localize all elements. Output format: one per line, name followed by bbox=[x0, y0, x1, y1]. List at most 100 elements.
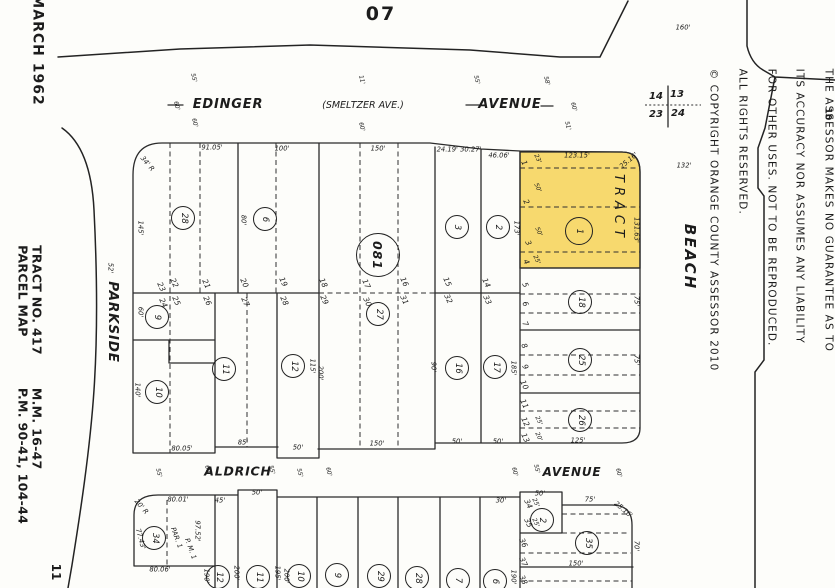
frontage-tick-60: 60' bbox=[510, 466, 520, 478]
dimension-label-90: 90' bbox=[429, 361, 438, 373]
parcel-number: 6 bbox=[490, 578, 501, 584]
dimension-label-75: 75' bbox=[584, 495, 596, 504]
street-label-aldrich: ALDRICH bbox=[204, 463, 272, 479]
dimension-label-12315: 123.15' bbox=[564, 151, 590, 160]
dimension-label-190: 190' bbox=[202, 568, 211, 584]
dimension-label-190: 190' bbox=[509, 569, 518, 585]
frontage-tick-60: 60' bbox=[203, 464, 213, 476]
parcel-circle-25: 25 bbox=[568, 348, 592, 372]
parcel-number: 3 bbox=[452, 224, 463, 230]
dimension-label-125: 125' bbox=[570, 436, 586, 445]
tract-title: TRACT NO. 417 PARCEL MAP bbox=[15, 245, 45, 355]
parcel-number: 7 bbox=[453, 577, 464, 583]
map-book-references: M.M. 16-47 P.M. 90-41, 104-44 bbox=[15, 387, 45, 525]
parcel-circle-7: 7 bbox=[446, 568, 470, 588]
dimension-label-50: 50' bbox=[534, 489, 546, 498]
parcel-circle-6: 6 bbox=[253, 207, 277, 231]
adjacent-page-number-left[interactable]: 11 bbox=[49, 563, 64, 581]
dimension-label-185: 185' bbox=[509, 360, 518, 376]
parcel-boundaries bbox=[132, 85, 669, 588]
assessor-disclaimer: THIS MAP WAS PREPARED FOR ORANGE COUNTY … bbox=[689, 69, 835, 372]
dimension-label-13163: 131.63' bbox=[632, 217, 641, 243]
section-grid-sw: 23 bbox=[649, 108, 663, 120]
street-label-parkside: PARKSIDE bbox=[105, 281, 122, 363]
frontage-tick-60: 60' bbox=[569, 101, 579, 113]
dimension-label-195: 195' bbox=[273, 565, 282, 581]
parcel-circle-26: 26 bbox=[568, 408, 592, 432]
disclaimer-line: ALL RIGHTS RESERVED. bbox=[736, 68, 749, 215]
dimension-label-140: 140' bbox=[133, 382, 142, 398]
section-grid-se: 24 bbox=[671, 107, 685, 119]
parcel-circle-12: 12 bbox=[206, 565, 230, 588]
disclaimer-line: ITS ACCURACY NOR ASSUMES ANY LIABILITY bbox=[793, 68, 806, 344]
dimension-label-52: 52' bbox=[106, 262, 115, 274]
frontage-tick-55: 55' bbox=[295, 467, 305, 479]
disclaimer-line: © COPYRIGHT ORANGE COUNTY ASSESSOR 2010 bbox=[707, 68, 720, 372]
parcel-number: 9 bbox=[152, 314, 163, 320]
dimension-label-132: 132' bbox=[676, 161, 692, 170]
dimension-label-145: 145' bbox=[136, 220, 145, 236]
dimension-label-50: 50' bbox=[492, 437, 504, 446]
parcel-circle-12: 12 bbox=[281, 354, 305, 378]
parcel-circle-2: 2 bbox=[530, 508, 554, 532]
dimension-label-45: 45' bbox=[214, 496, 226, 505]
parcel-circle-29: 29 bbox=[367, 564, 391, 588]
parcel-circle-081: 081 bbox=[356, 233, 400, 277]
dimension-label-4606: 46.06' bbox=[488, 151, 510, 160]
frontage-tick-11: 11' bbox=[357, 74, 367, 86]
parcel-number: 1 bbox=[574, 228, 585, 234]
dimension-label-30: 30' bbox=[495, 496, 507, 505]
parcel-number: 26 bbox=[575, 414, 586, 426]
parcel-circle-9: 9 bbox=[145, 305, 169, 329]
disclaimer-line: THE ASSESSOR MAKES NO GUARANTEE AS TO bbox=[822, 68, 835, 353]
dimension-label-85: 85' bbox=[237, 438, 249, 447]
parcel-circle-35: 35 bbox=[575, 531, 599, 555]
frontage-tick-60: 60' bbox=[614, 467, 624, 479]
parcel-number: 2 bbox=[493, 224, 504, 230]
frontage-tick-51: 51' bbox=[563, 120, 573, 132]
parcel-number: 28 bbox=[412, 572, 423, 584]
parcel-circle-18: 18 bbox=[568, 290, 592, 314]
street-label-smeltzer: (SMELTZER AVE.) bbox=[322, 100, 404, 112]
parcel-number: 18 bbox=[575, 296, 586, 308]
frontage-tick-60: 60' bbox=[324, 466, 334, 478]
frontage-tick-55: 55' bbox=[154, 467, 164, 479]
parcel-circle-11: 11 bbox=[212, 357, 236, 381]
parcel-number: 9 bbox=[332, 572, 343, 578]
parcel-number: 25 bbox=[575, 354, 586, 366]
parcel-circle-1: 1 bbox=[565, 217, 593, 245]
parcel-circle-10: 10 bbox=[287, 564, 311, 588]
parcel-circle-2: 2 bbox=[486, 215, 510, 239]
parcel-number: 29 bbox=[374, 570, 385, 582]
street-label-avenue-lower: AVENUE bbox=[542, 464, 602, 479]
frontage-tick-60: 60' bbox=[357, 121, 367, 133]
parcel-number: 12 bbox=[213, 571, 224, 583]
dimension-label-75: 75' bbox=[632, 295, 641, 307]
parcel-circle-34: 34 bbox=[142, 526, 166, 550]
dimension-label-50: 50' bbox=[251, 488, 263, 497]
parcel-number: 35 bbox=[582, 537, 593, 549]
map-date-label: MARCH 1962 bbox=[29, 0, 46, 106]
parcel-number: 16 bbox=[452, 362, 463, 374]
road-edges bbox=[57, 0, 835, 588]
section-grid-ne: 13 bbox=[670, 88, 684, 100]
dimension-label-8001: 80.01' bbox=[167, 495, 189, 504]
parcel-number: 34 bbox=[149, 532, 160, 544]
dimension-label-80: 80' bbox=[239, 214, 248, 226]
disclaimer-line: FOR OTHER USES. NOT TO BE REPRODUCED. bbox=[765, 68, 778, 347]
parcel-circle-6: 6 bbox=[483, 569, 507, 588]
dimension-label-75: 75' bbox=[632, 354, 641, 366]
parcel-circle-17: 17 bbox=[483, 355, 507, 379]
parcel-circle-28: 28 bbox=[405, 566, 429, 588]
dimension-label-173: 173' bbox=[512, 220, 521, 236]
parcel-circle-16: 16 bbox=[445, 356, 469, 380]
parcel-circle-27: 27 bbox=[366, 302, 390, 326]
frontage-tick-55: 55' bbox=[189, 72, 199, 84]
frontage-tick-60: 60' bbox=[172, 100, 182, 112]
dimension-label-150: 150' bbox=[568, 559, 584, 568]
dimension-label-70: 70' bbox=[632, 540, 641, 552]
dimension-label-150: 150' bbox=[369, 439, 385, 448]
parcel-circle-9: 9 bbox=[325, 563, 349, 587]
parcel-circle-28: 28 bbox=[171, 206, 195, 230]
